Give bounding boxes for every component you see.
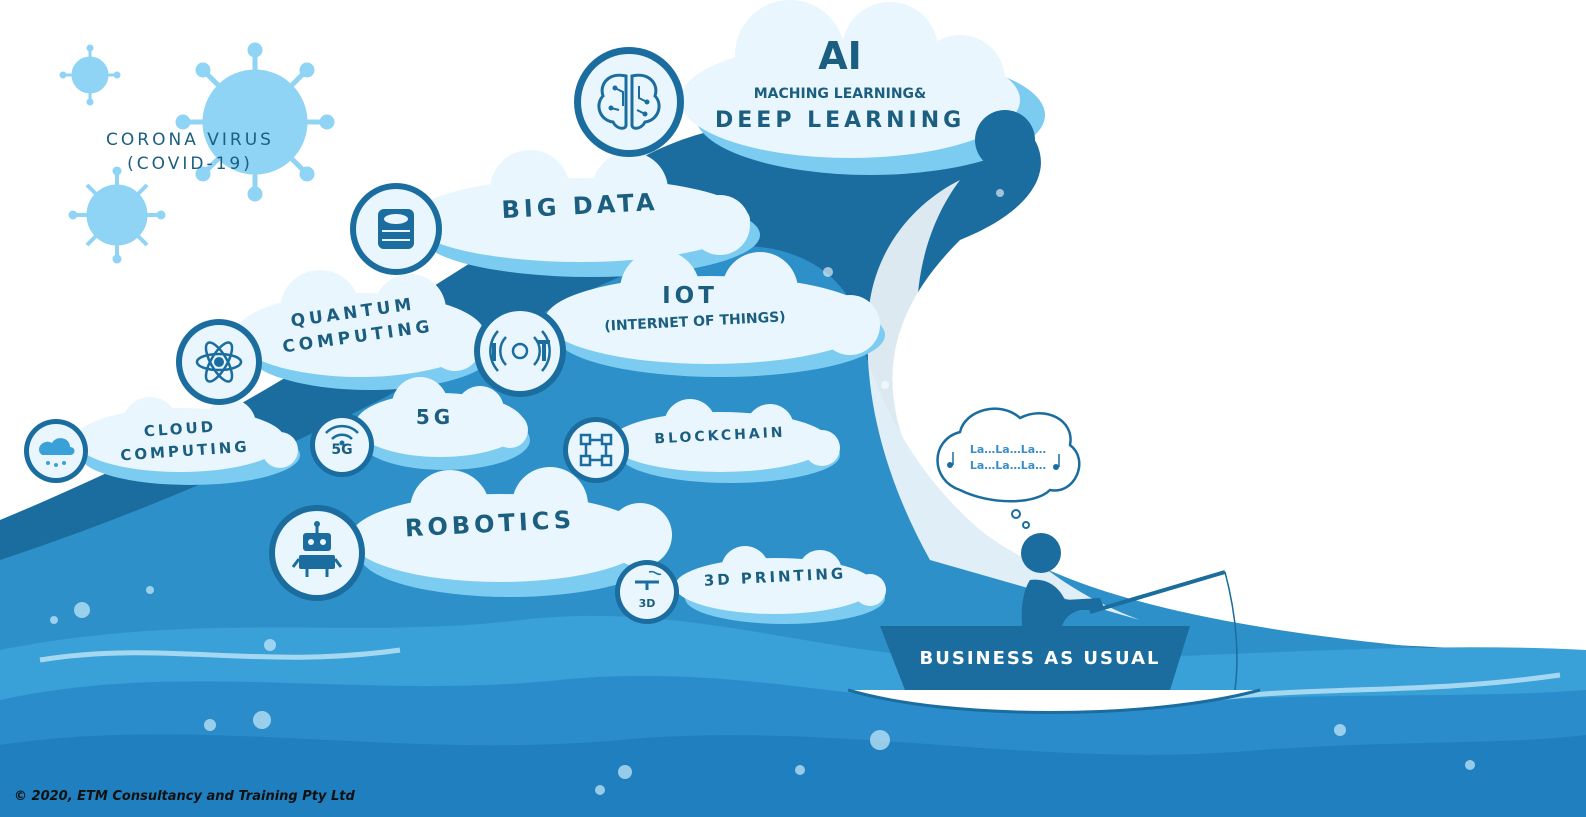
covid-label-line1: CORONA VIRUS (106, 130, 274, 150)
iot-cloud (545, 250, 885, 377)
thought-bubble-line2: La…La…La… (969, 459, 1047, 472)
iot-signal-icon (474, 305, 566, 397)
thought-bubble-line1: La…La…La… (969, 443, 1047, 456)
3d-printing-cloud (675, 546, 886, 624)
5g-label: 5G (415, 405, 455, 429)
atom-icon (176, 319, 262, 405)
cloud-rain-icon (24, 419, 88, 483)
copyright-notice: © 2020, ETM Consultancy and Training Pty… (14, 789, 355, 804)
3d-printer-icon (615, 560, 679, 624)
robot-icon (269, 505, 365, 601)
music-note-icon (947, 452, 1060, 470)
covid-label-line2: (COVID-19) (127, 154, 253, 174)
blockchain-nodes-icon (563, 417, 629, 483)
boat-label: BUSINESS AS USUAL (919, 648, 1161, 669)
iot-label-line1: IOT (662, 283, 718, 309)
fisherman (1021, 570, 1238, 691)
robotics-cloud (350, 467, 672, 597)
sea-bubbles (50, 586, 1475, 795)
clouds (75, 0, 1045, 624)
covid-label: CORONA VIRUS (COVID-19) (100, 128, 280, 176)
5g-cloud (355, 377, 530, 470)
ai-subtitle: MACHING LEARNING& (753, 86, 927, 102)
thought-bubble-text: La…La…La… La…La…La… (958, 442, 1058, 474)
boat (847, 626, 1261, 714)
ai-title: AI (818, 34, 862, 78)
blockchain-cloud (610, 399, 840, 483)
quantum-cloud (235, 270, 495, 390)
thought-bubble (936, 407, 1081, 573)
ai-deep-learning: DEEP LEARNING (715, 108, 966, 133)
5g-signal-icon (310, 413, 374, 477)
cloud-computing-cloud (75, 397, 300, 485)
5g-icon-text: 5G (331, 442, 353, 458)
database-icon (350, 183, 442, 275)
brain-circuit-icon (574, 47, 684, 157)
3d-printer-icon-text: 3D (638, 597, 656, 610)
virus-icon (59, 42, 335, 264)
icon-circles (24, 47, 684, 624)
ai-cloud (680, 0, 1045, 175)
